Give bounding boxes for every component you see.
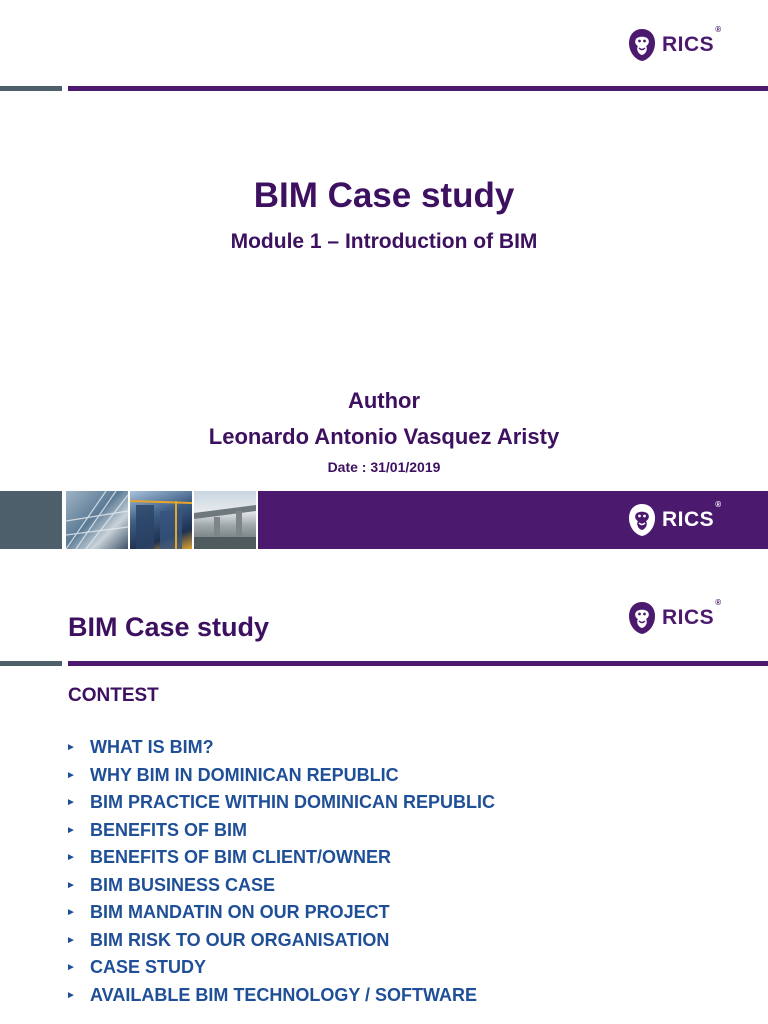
list-item-text: WHAT IS BIM? [90, 737, 214, 758]
list-item: ► BENEFITS OF BIM CLIENT/OWNER [66, 844, 495, 872]
triangle-bullet-icon: ► [66, 742, 76, 754]
slide-title: BIM Case study [68, 612, 270, 642]
list-item-text: WHY BIM IN DOMINICAN REPUBLIC [90, 764, 399, 785]
author-name: Leonardo Antonio Vasquez Aristy [208, 424, 560, 449]
list-item-text: CASE STUDY [90, 957, 207, 978]
list-item-text: BIM MANDATIN ON OUR PROJECT [90, 902, 390, 923]
list-item-text: BIM BUSINESS CASE [90, 874, 276, 895]
list-item-text: BENEFITS OF BIM CLIENT/OWNER [90, 847, 391, 868]
list-item-text: BIM RISK TO OUR ORGANISATION [90, 929, 390, 950]
rics-wordmark: RICS® [662, 598, 722, 629]
rics-wordmark: RICS® [662, 25, 722, 56]
footer-band-purple [258, 491, 768, 549]
cover-subtitle: Module 1 – Introduction of BIM [230, 230, 538, 253]
list-item-text: BENEFITS OF BIM [90, 819, 247, 840]
list-item: ► BIM BUSINESS CASE [66, 872, 495, 900]
agenda-list: ► WHAT IS BIM? ► WHY BIM IN DOMINICAN REPU… [66, 734, 495, 1009]
rics-logo-white: RICS® [626, 500, 722, 538]
list-item-text: AVAILABLE BIM TECHNOLOGY / SOFTWARE [90, 984, 477, 1005]
list-item: ► WHAT IS BIM? [66, 734, 495, 762]
triangle-bullet-icon: ► [66, 934, 76, 946]
triangle-bullet-icon: ► [66, 907, 76, 919]
construction-photo [66, 491, 128, 549]
rics-logo: RICS® [626, 25, 722, 63]
footer-band-grey [0, 491, 62, 549]
header-rule-grey [0, 86, 62, 91]
triangle-bullet-icon: ► [66, 962, 76, 974]
header-rule-grey [0, 661, 62, 666]
triangle-bullet-icon: ► [66, 879, 76, 891]
lion-crest-icon [629, 504, 655, 536]
crane-photo [130, 491, 192, 549]
rics-logo: RICS® [626, 598, 722, 636]
bridge-photo [194, 491, 256, 549]
list-item: ► WHY BIM IN DOMINICAN REPUBLIC [66, 762, 495, 790]
lion-crest-icon [629, 602, 655, 634]
cover-date: Date : 31/01/2019 [327, 459, 441, 475]
list-item: ► BENEFITS OF BIM [66, 817, 495, 845]
list-item-text: BIM PRACTICE WITHIN DOMINICAN REPUBLIC [90, 792, 495, 813]
list-item: ► BIM MANDATIN ON OUR PROJECT [66, 899, 495, 927]
triangle-bullet-icon: ► [66, 769, 76, 781]
author-label: Author [347, 388, 421, 413]
triangle-bullet-icon: ► [66, 797, 76, 809]
triangle-bullet-icon: ► [66, 852, 76, 864]
header-rule-purple [68, 86, 768, 91]
list-item: ► CASE STUDY [66, 954, 495, 982]
section-heading: CONTEST [68, 685, 159, 706]
list-item: ► BIM PRACTICE WITHIN DOMINICAN REPUBLIC [66, 789, 495, 817]
header-rule-purple [68, 661, 768, 666]
lion-crest-icon [629, 29, 655, 61]
triangle-bullet-icon: ► [66, 989, 76, 1001]
list-item: ► AVAILABLE BIM TECHNOLOGY / SOFTWARE [66, 982, 495, 1010]
list-item: ► BIM RISK TO OUR ORGANISATION [66, 927, 495, 955]
triangle-bullet-icon: ► [66, 824, 76, 836]
cover-title: BIM Case study [253, 176, 515, 215]
rics-wordmark: RICS® [662, 500, 722, 531]
